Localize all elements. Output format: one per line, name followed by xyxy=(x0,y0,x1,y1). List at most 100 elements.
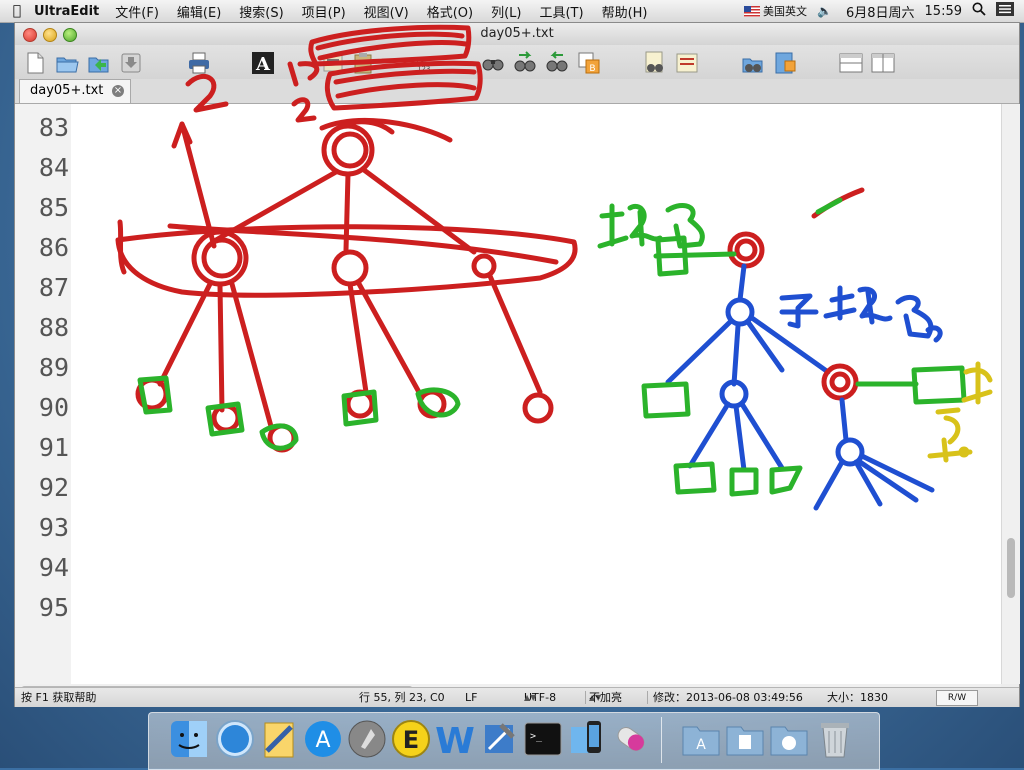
minimize-window-button[interactable] xyxy=(43,28,57,42)
highlight-stepper-icon[interactable]: ▲▼ xyxy=(589,693,602,702)
window-title: day05+.txt xyxy=(480,26,554,41)
line-number: 92 xyxy=(38,473,69,502)
ios-simulator-icon[interactable] xyxy=(565,717,609,761)
safari-icon[interactable] xyxy=(213,717,257,761)
svg-text:A: A xyxy=(696,737,706,753)
find-next-icon[interactable] xyxy=(513,51,537,75)
project-icon[interactable] xyxy=(773,51,797,75)
menu-format[interactable]: 格式(O) xyxy=(426,5,474,21)
line-number-gutter: 83 84 85 86 87 88 89 90 91 92 93 94 95 xyxy=(15,104,71,684)
svg-text:W: W xyxy=(435,721,475,761)
find-icon[interactable] xyxy=(481,51,505,75)
menu-column[interactable]: 列(L) xyxy=(491,5,522,21)
status-size: 大小：1830 xyxy=(827,691,888,704)
save-icon[interactable] xyxy=(119,51,143,75)
dock-separator xyxy=(661,717,662,763)
menu-tools[interactable]: 工具(T) xyxy=(539,5,584,21)
close-tab-icon[interactable]: × xyxy=(112,85,124,97)
ultraedit-icon[interactable]: E xyxy=(389,717,433,761)
svg-text:AZ: AZ xyxy=(417,56,427,64)
svg-text:123: 123 xyxy=(417,65,430,73)
svg-text:>_: >_ xyxy=(530,731,543,742)
find-previous-icon[interactable] xyxy=(545,51,569,75)
line-number: 90 xyxy=(38,393,69,422)
read-write-toggle[interactable]: R/W xyxy=(936,690,978,706)
find-in-files-icon[interactable] xyxy=(643,51,667,75)
insert-item-icon[interactable] xyxy=(321,51,345,75)
status-divider xyxy=(647,691,648,704)
compare-files-icon[interactable] xyxy=(741,51,765,75)
menu-bar:  UltraEdit 文件(F) 编辑(E) 搜索(S) 项目(P) 视图(V… xyxy=(0,0,1024,23)
line-number: 88 xyxy=(38,313,69,342)
documents-folder-icon[interactable] xyxy=(723,717,767,761)
line-number: 95 xyxy=(38,593,69,622)
replace-icon[interactable]: B xyxy=(577,51,601,75)
status-highlight-label: 不加亮 xyxy=(589,691,622,704)
close-window-button[interactable] xyxy=(23,28,37,42)
app-name-menu[interactable]: UltraEdit xyxy=(34,3,100,19)
status-position[interactable]: 行 55, 列 23, C0 xyxy=(359,691,445,704)
document-tab-bar: day05+.txt × xyxy=(15,79,1019,104)
status-encoding-label: UTF-8 xyxy=(524,691,557,704)
open-folder-icon[interactable] xyxy=(55,51,79,75)
cleanup-tool-icon[interactable] xyxy=(609,717,653,761)
line-number: 89 xyxy=(38,353,69,382)
new-file-icon[interactable] xyxy=(23,51,47,75)
menu-edit[interactable]: 编辑(E) xyxy=(176,5,222,21)
svg-text:E: E xyxy=(403,726,419,754)
spotlight-icon[interactable] xyxy=(972,2,986,20)
line-number: 83 xyxy=(38,113,69,142)
open-recent-icon[interactable] xyxy=(87,51,111,75)
vertical-scroll-thumb[interactable] xyxy=(1007,538,1015,598)
finder-icon[interactable] xyxy=(167,717,211,761)
menu-search[interactable]: 搜索(S) xyxy=(239,5,284,21)
line-number: 85 xyxy=(38,193,69,222)
line-number: 91 xyxy=(38,433,69,462)
font-icon[interactable]: A xyxy=(251,51,275,75)
menu-help[interactable]: 帮助(H) xyxy=(601,5,648,21)
word-icon[interactable]: W xyxy=(433,717,477,762)
tab-day05[interactable]: day05+.txt × xyxy=(19,79,131,103)
encoding-stepper-icon[interactable]: ▲▼ xyxy=(524,693,537,702)
terminal-icon[interactable]: >_ xyxy=(521,717,565,761)
line-number: 86 xyxy=(38,233,69,262)
clipboard-icon[interactable] xyxy=(351,51,375,75)
apple-icon[interactable]:  xyxy=(0,3,34,19)
menu-project[interactable]: 项目(P) xyxy=(301,5,346,21)
pages-icon[interactable] xyxy=(257,717,301,761)
menu-view[interactable]: 视图(V) xyxy=(363,5,409,21)
menu-file[interactable]: 文件(F) xyxy=(115,5,159,21)
status-line-ending[interactable]: LF xyxy=(465,691,478,704)
dock: A E W >_ A xyxy=(148,712,880,770)
print-icon[interactable] xyxy=(187,51,211,75)
tab-label: day05+.txt xyxy=(30,83,104,98)
applications-folder-icon[interactable]: A xyxy=(679,717,723,761)
status-bar: 按 F1 获取帮助 行 55, 列 23, C0 LF UTF-8 ▲▼ ▲▼ … xyxy=(15,687,1019,707)
downloads-folder-icon[interactable] xyxy=(767,717,811,761)
status-help: 按 F1 获取帮助 xyxy=(21,691,97,704)
menubar-time[interactable]: 15:59 xyxy=(924,3,962,19)
svg-text:B: B xyxy=(589,64,595,74)
split-vertical-icon[interactable] xyxy=(871,51,895,75)
input-source-label: 美国英文 xyxy=(763,5,808,18)
svg-text:A: A xyxy=(255,54,271,75)
zoom-window-button[interactable] xyxy=(63,28,77,42)
line-number: 94 xyxy=(38,553,69,582)
split-horizontal-icon[interactable] xyxy=(839,51,863,75)
line-number: 84 xyxy=(38,153,69,182)
trash-icon[interactable] xyxy=(813,717,857,761)
appstore-icon[interactable]: A xyxy=(301,717,345,761)
editor-area[interactable]: 83 84 85 86 87 88 89 90 91 92 93 94 95 xyxy=(15,104,1001,684)
menubar-date[interactable]: 6月8日周六 xyxy=(845,5,915,21)
volume-icon[interactable]: 🔈 xyxy=(817,4,832,18)
input-source-menu[interactable]: 美国英文 xyxy=(744,3,807,19)
us-flag-icon xyxy=(744,6,761,17)
replace-in-files-icon[interactable] xyxy=(675,51,699,75)
window-titlebar[interactable]: day05+.txt xyxy=(15,23,1019,45)
xcode-icon[interactable] xyxy=(477,717,521,761)
vertical-scrollbar[interactable] xyxy=(1001,104,1020,684)
launchpad-icon[interactable] xyxy=(345,717,389,761)
notification-list-icon[interactable] xyxy=(996,2,1014,20)
